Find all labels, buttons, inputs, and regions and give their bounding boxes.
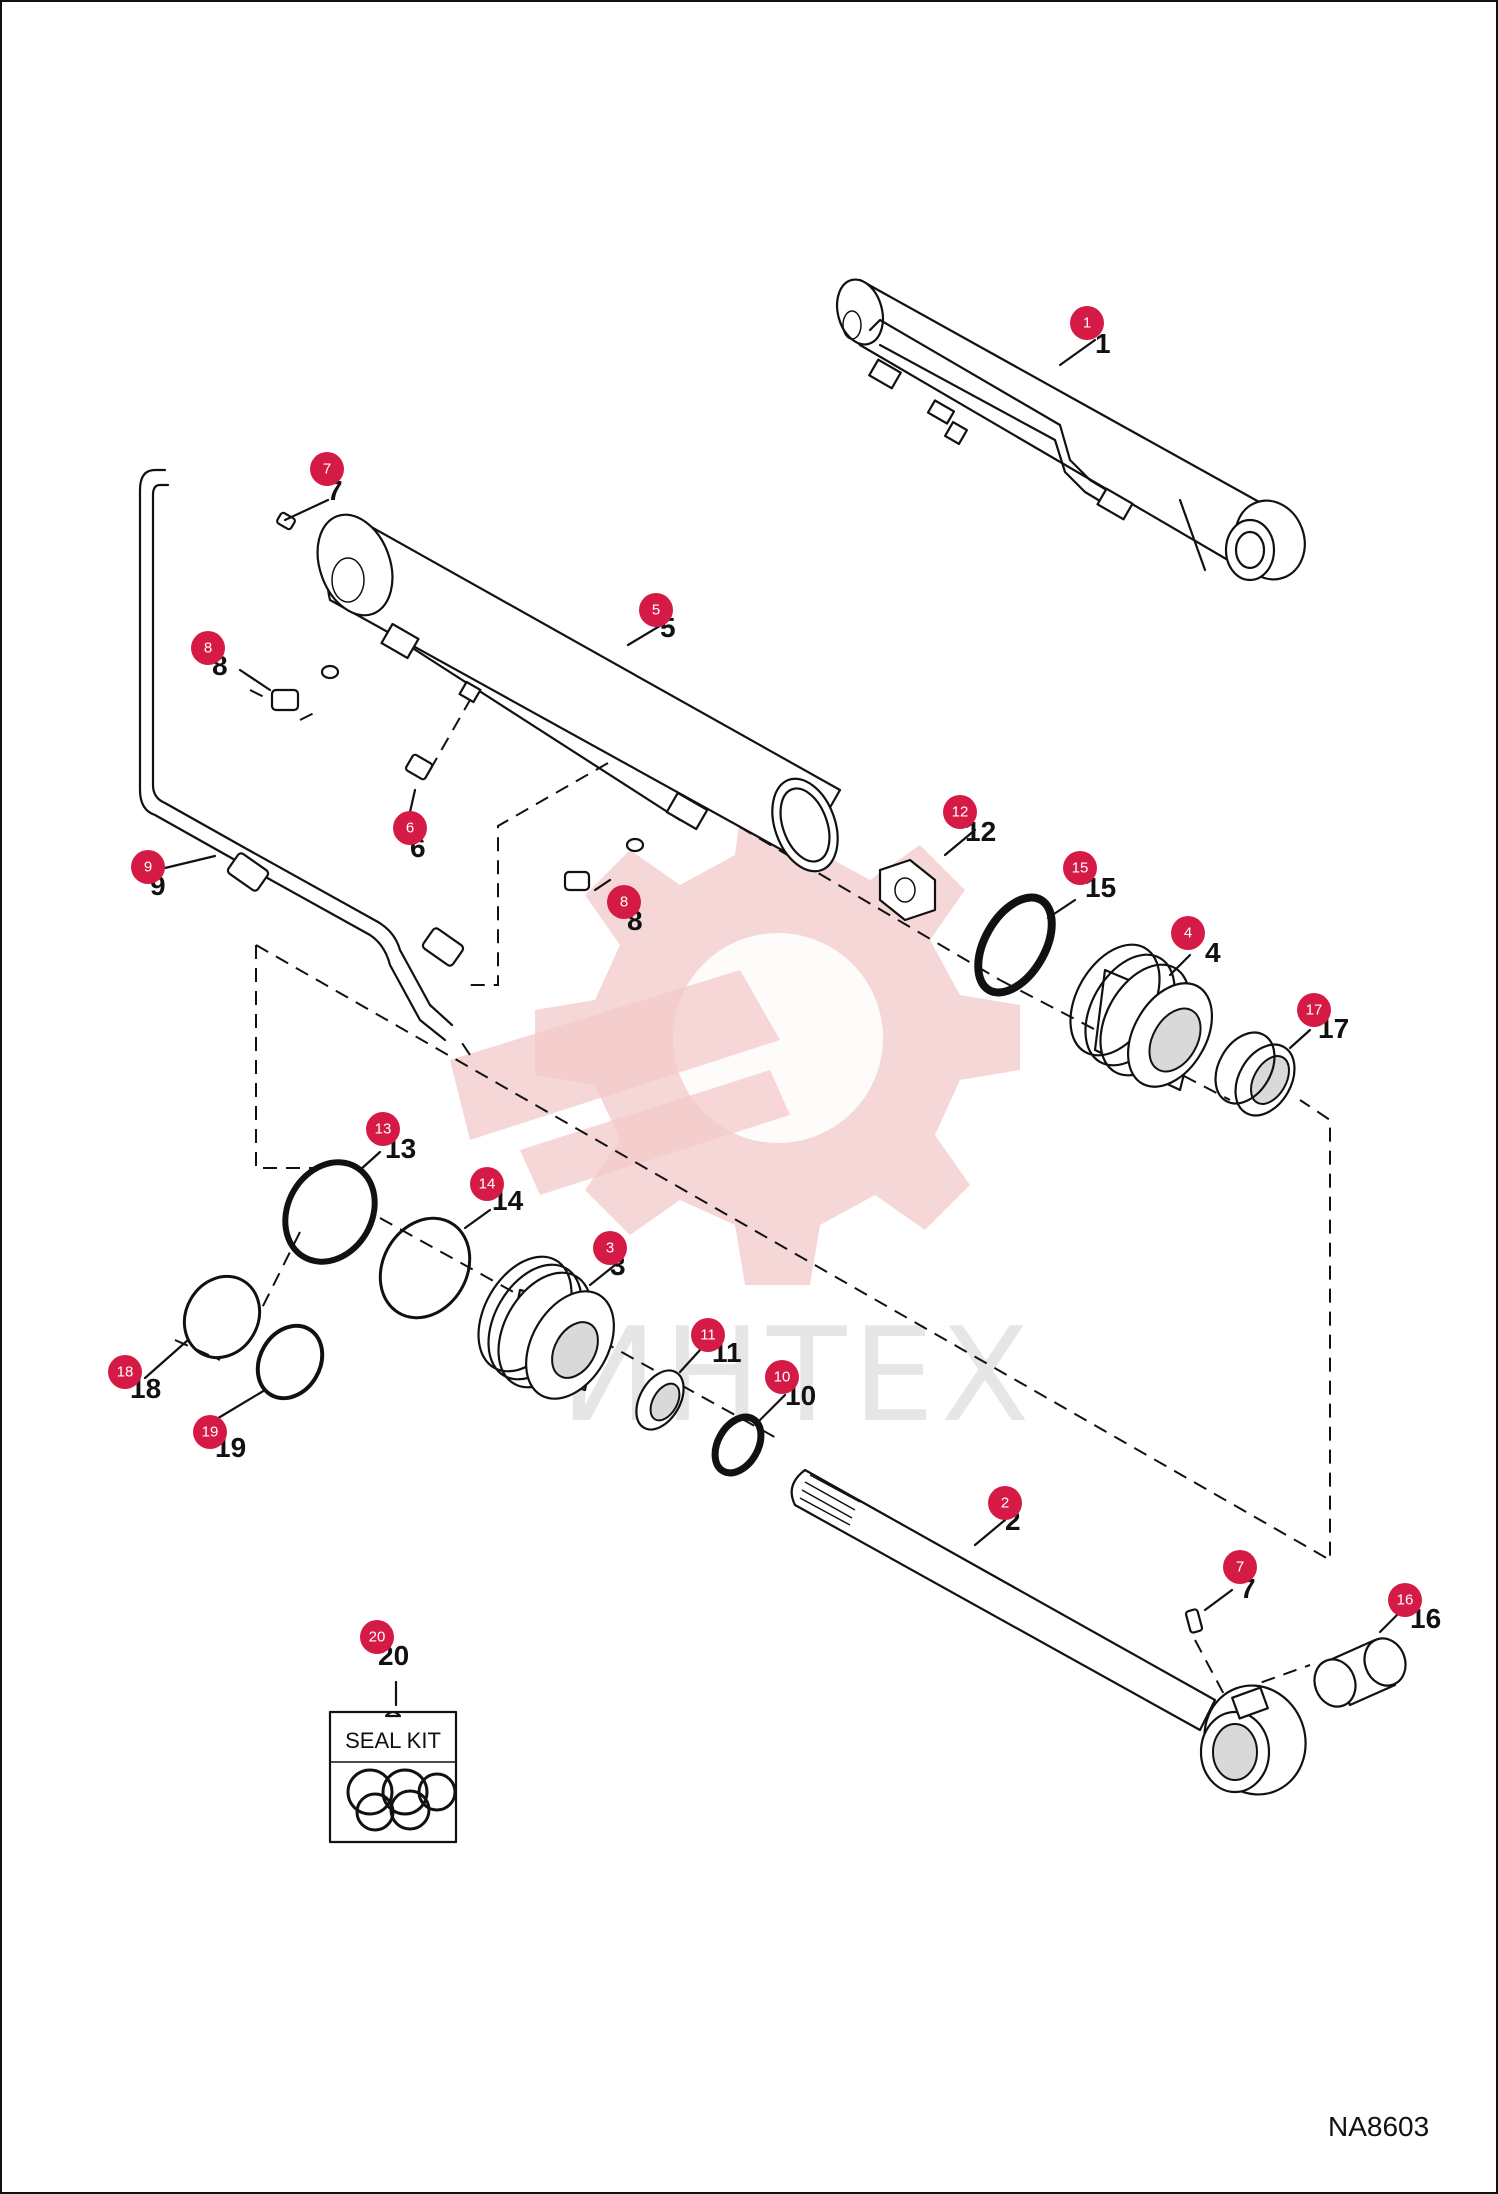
badge-2: 2 — [988, 1486, 1022, 1520]
part-2-piston-rod — [790, 1468, 1307, 1796]
svg-text:8: 8 — [204, 640, 212, 657]
part-14-o-ring — [378, 1216, 472, 1320]
assembly-guide-lines — [174, 689, 1331, 1716]
svg-text:6: 6 — [406, 820, 414, 837]
part-7-grease-fitting-bottom — [1184, 1608, 1204, 1634]
part-4-piston — [1069, 943, 1214, 1092]
part-16-pivot-bushing — [1313, 1637, 1407, 1708]
svg-text:1: 1 — [1083, 315, 1091, 332]
svg-text:17: 17 — [1306, 1002, 1323, 1019]
part-20-seal-kit — [328, 1680, 458, 1844]
badge-15: 15 — [1063, 851, 1097, 885]
svg-text:20: 20 — [369, 1629, 386, 1646]
badge-7a: 7 — [310, 452, 344, 486]
svg-text:19: 19 — [202, 1424, 219, 1441]
part-3-gland-head — [477, 1255, 615, 1400]
svg-text:13: 13 — [375, 1121, 392, 1138]
svg-text:10: 10 — [774, 1369, 791, 1386]
callout-badges: 1 7 5 8 6 9 12 8 15 4 17 13 14 3 11 10 1… — [108, 306, 1422, 1654]
part-18-o-ring — [182, 1274, 262, 1360]
svg-text:14: 14 — [479, 1176, 496, 1193]
part-17-wear-ring — [1214, 1031, 1296, 1117]
part-12-nut — [878, 858, 937, 922]
part-6-elbow-fitting — [404, 680, 482, 781]
badge-13: 13 — [366, 1112, 400, 1146]
seal-kit-label: SEAL KIT — [345, 1728, 441, 1753]
callout-number-4: 4 — [1205, 937, 1221, 968]
part-5-barrel — [316, 513, 842, 873]
part-8-fitting-lower — [563, 837, 645, 892]
badge-9: 9 — [131, 850, 165, 884]
badge-10: 10 — [765, 1360, 799, 1394]
badge-7b: 7 — [1223, 1550, 1257, 1584]
badge-18: 18 — [108, 1355, 142, 1389]
badge-11: 11 — [691, 1318, 725, 1352]
callout-leader-lines — [143, 338, 1402, 1634]
svg-text:4: 4 — [1184, 925, 1192, 942]
watermark-logo — [450, 780, 1020, 1285]
svg-text:5: 5 — [652, 602, 660, 619]
badge-8a: 8 — [191, 631, 225, 665]
badge-5: 5 — [639, 593, 673, 627]
svg-text:18: 18 — [117, 1364, 134, 1381]
badge-8b: 8 — [607, 885, 641, 919]
badge-3: 3 — [593, 1231, 627, 1265]
svg-text:16: 16 — [1397, 1592, 1414, 1609]
svg-text:9: 9 — [144, 859, 152, 876]
svg-text:2: 2 — [1001, 1495, 1009, 1512]
badge-6: 6 — [393, 811, 427, 845]
part-13-o-ring — [282, 1159, 378, 1265]
svg-text:15: 15 — [1072, 860, 1089, 877]
svg-text:12: 12 — [952, 804, 969, 821]
part-15-seal-ring — [974, 893, 1056, 997]
drawing-code: NA8603 — [1328, 2111, 1429, 2142]
part-9-tube-line — [138, 468, 465, 1042]
svg-text:7: 7 — [1236, 1559, 1244, 1576]
part-1-cylinder-assembly — [835, 278, 1306, 582]
part-7-grease-fitting-top — [276, 511, 296, 531]
svg-text:7: 7 — [323, 461, 331, 478]
callout-number-1: 1 — [1095, 328, 1111, 359]
badge-14: 14 — [470, 1167, 504, 1201]
part-8-fitting-upper — [270, 664, 340, 712]
badge-20: 20 — [360, 1620, 394, 1654]
badge-16: 16 — [1388, 1583, 1422, 1617]
part-11-wiper-seal — [635, 1369, 685, 1431]
part-10-rod-seal — [711, 1413, 765, 1477]
svg-text:8: 8 — [620, 894, 628, 911]
svg-text:11: 11 — [700, 1327, 716, 1344]
badge-19: 19 — [193, 1415, 227, 1449]
part-19-o-ring — [255, 1323, 325, 1401]
svg-text:3: 3 — [606, 1240, 614, 1257]
badge-4: 4 — [1171, 916, 1205, 950]
badge-17: 17 — [1297, 993, 1331, 1027]
badge-12: 12 — [943, 795, 977, 829]
badge-1: 1 — [1070, 306, 1104, 340]
